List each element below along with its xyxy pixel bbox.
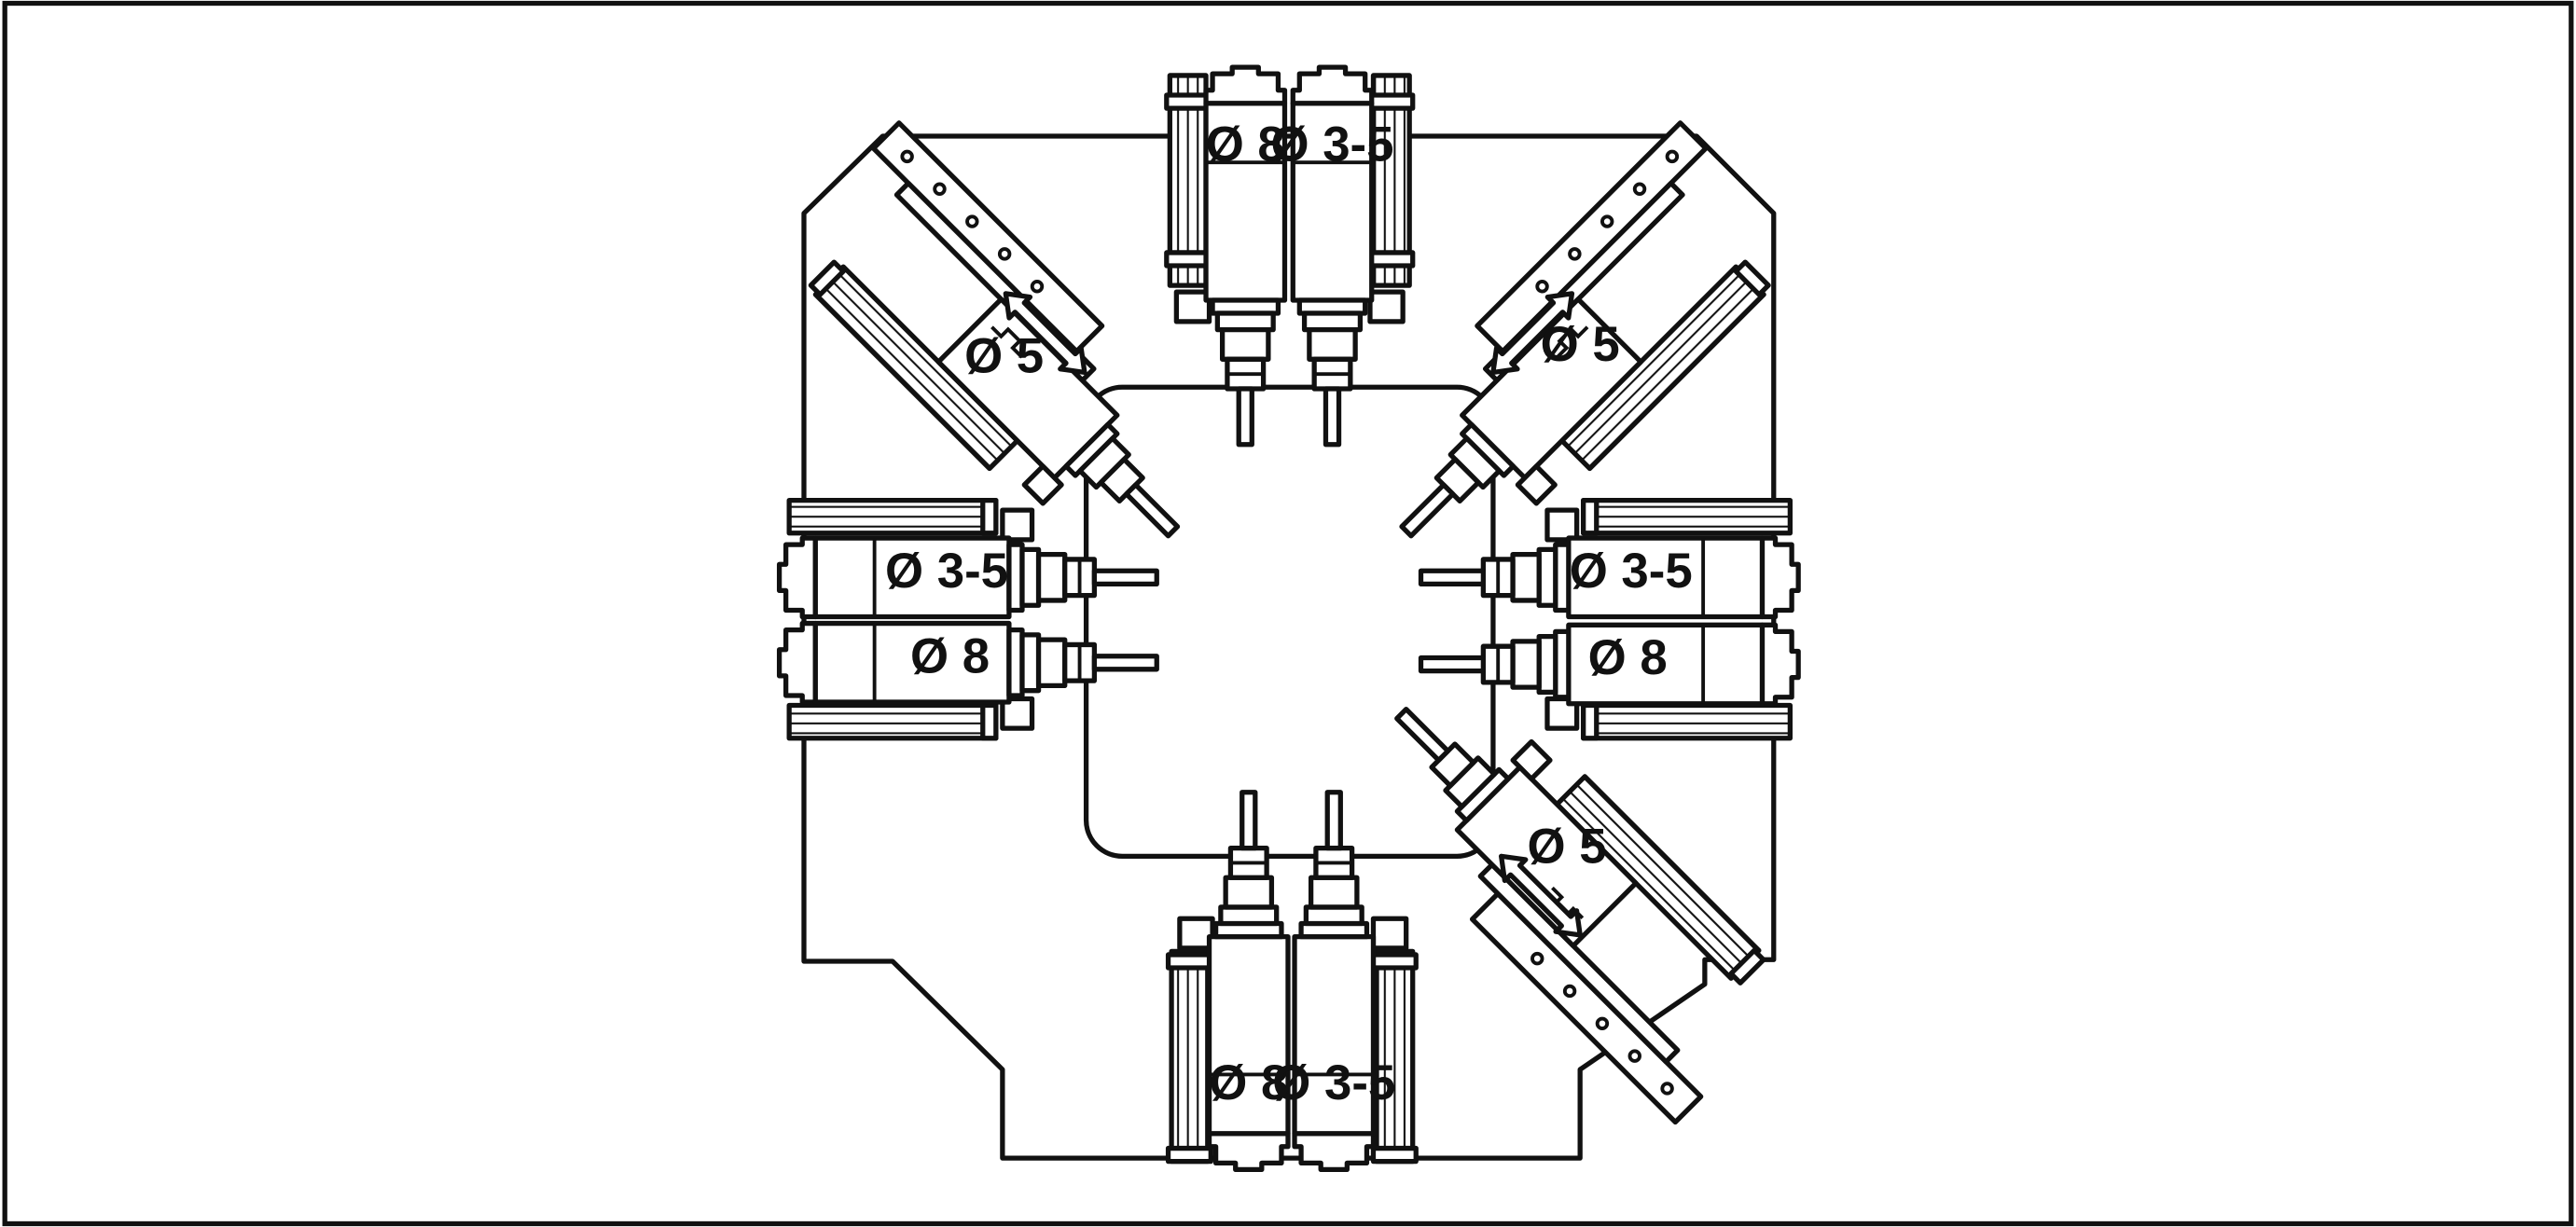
- unit-diag-nw: Ø 5: [771, 123, 1240, 592]
- unit-label: Ø 8: [1206, 117, 1285, 172]
- unit-diag-se: Ø 5: [1335, 654, 1804, 1123]
- unit-top-right: Ø 3-5: [1271, 67, 1416, 445]
- unit-label: Ø 8: [910, 628, 990, 683]
- unit-bottom-right: Ø 3-5: [1272, 793, 1419, 1170]
- unit-right-lower: Ø 8: [1421, 625, 1799, 741]
- unit-label: Ø 8: [1209, 1055, 1288, 1110]
- unit-left-lower: Ø 8: [780, 624, 1157, 741]
- unit-label: Ø 3-5: [1570, 544, 1693, 599]
- unit-top-left: Ø 8: [1164, 67, 1285, 445]
- unit-label: Ø 3-5: [1271, 117, 1394, 172]
- unit-diag-ne: Ø 5: [1339, 123, 1808, 592]
- inner-pocket: [1083, 384, 1496, 860]
- unit-left-upper: Ø 3-5: [780, 497, 1157, 617]
- unit-label: Ø 5: [1541, 317, 1620, 372]
- unit-label: Ø 3-5: [885, 544, 1008, 599]
- unit-bottom-left: Ø 8: [1165, 793, 1289, 1170]
- unit-label: Ø 5: [1528, 819, 1607, 874]
- unit-label: Ø 5: [964, 328, 1044, 383]
- unit-label: Ø 3-5: [1272, 1055, 1395, 1110]
- unit-right-upper: Ø 3-5: [1421, 497, 1799, 617]
- unit-label: Ø 8: [1588, 630, 1668, 685]
